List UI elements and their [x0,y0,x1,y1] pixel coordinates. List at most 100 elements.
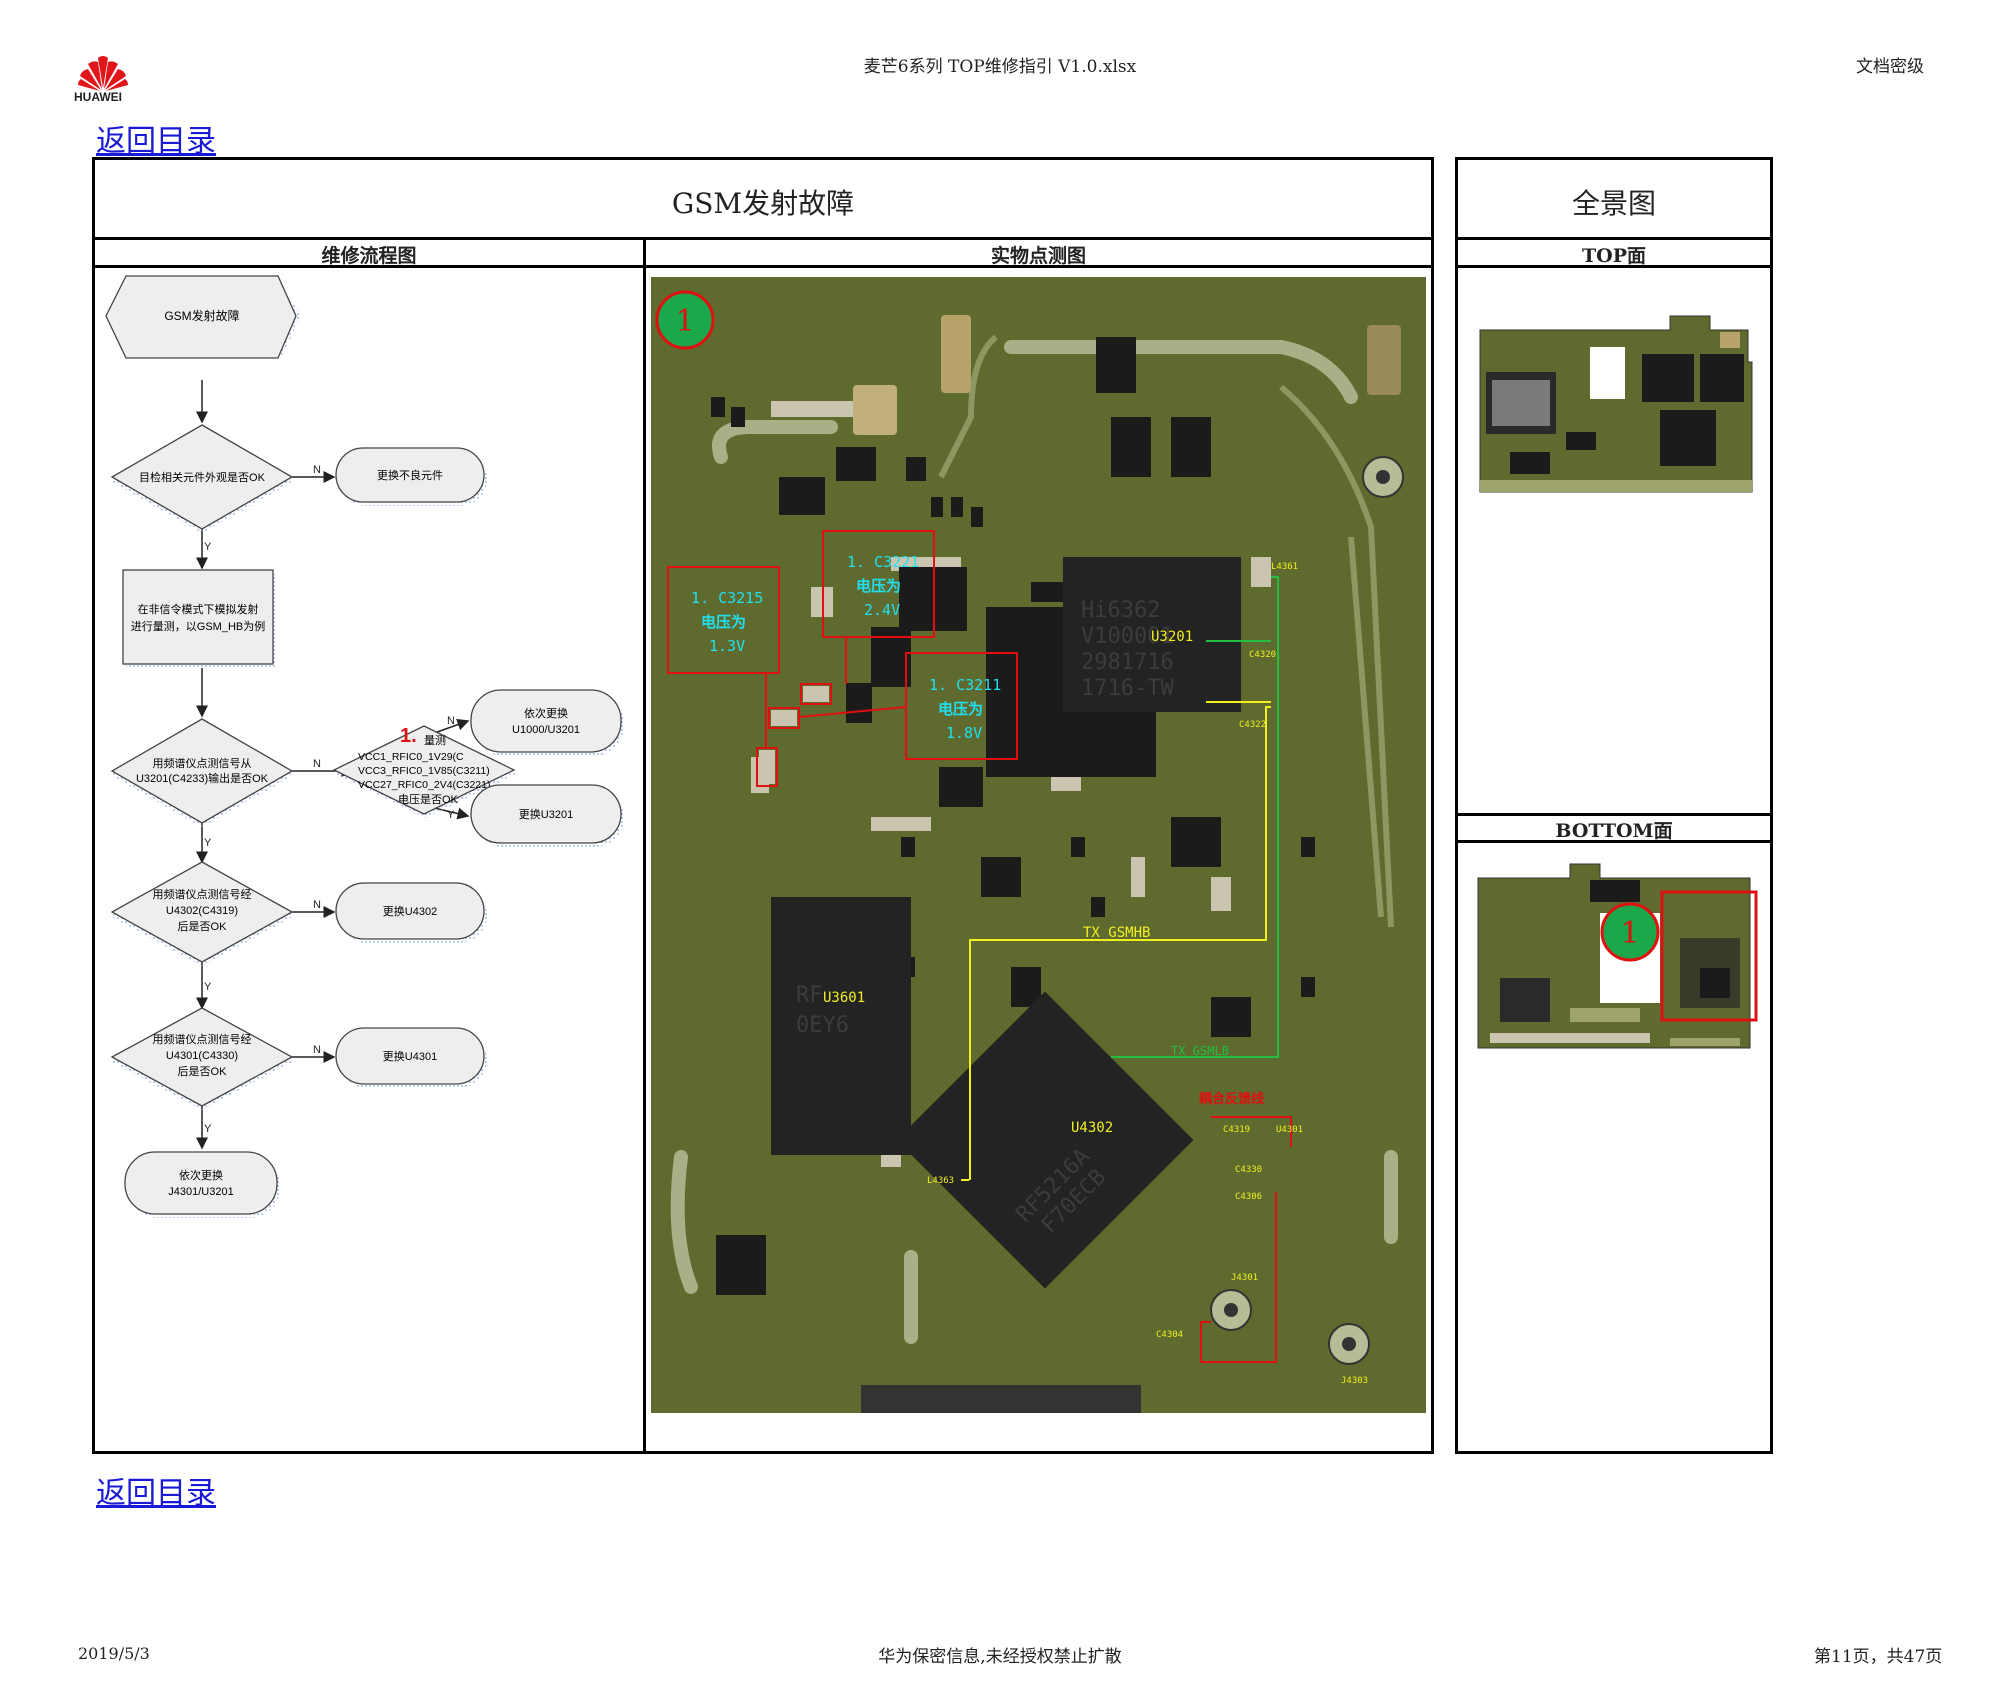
callout-c3211-ref: 1. C3211 [929,676,1001,694]
back-to-contents-link-bottom[interactable]: 返回目录 [96,1476,216,1511]
flow-action-replace-u4301-text: 更换U4301 [383,1049,437,1063]
flow-label-y1: Y [204,541,212,553]
chip-u3201-mark1: Hi6362 [1081,598,1160,623]
flow-start-node [105,275,297,359]
flow-decision-u3201-output [110,718,294,824]
panorama-bottom-board: 1 [1477,863,1758,1049]
chip-u3201-mark3: 2981716 [1081,650,1174,675]
flow-decision-u4302-line2: U4302(C4319) [166,905,238,917]
flow-action-replace-u4301 [335,1027,485,1085]
callout-c3211-v2: 1.8V [946,724,982,742]
flow-label-n5: N [447,715,455,727]
chip-u3601-mark1: RF [796,983,823,1008]
ref-c4320: C4320 [1249,650,1276,660]
flow-end-line1: 依次更换 [179,1168,223,1182]
callout-c3215-ref: 1. C3215 [691,589,763,607]
flow-decision-u4302-line1: 用频谱仪点测信号经 [153,887,252,901]
flow-process-line2: 进行量测，以GSM_HB为例 [131,619,265,633]
flow-label-y4: Y [204,1123,212,1135]
ref-u4301: U4301 [1276,1125,1303,1135]
ref-c4319: C4319 [1223,1125,1250,1135]
flow-decision-voltage-num: 1. [400,725,417,747]
flow-action-replace-bad [335,447,485,503]
chip-u3601-mark2: 0EY6 [796,1013,849,1038]
top-side-label: TOP面 [1582,245,1646,267]
flow-decision-u3201-line1: 用频谱仪点测信号从 [153,756,252,770]
flow-action-replace-u1000-line2: U1000/U3201 [512,724,580,736]
footer-page-number: 第11页，共47页 [1814,1647,1943,1667]
flow-label-y2: Y [204,837,212,849]
flow-decision-voltage-line3: VCC27_RFIC0_2V4(C3221) [358,779,490,791]
flow-decision-visual-check-text: 目检相关元件外观是否OK [139,470,266,484]
ref-c4330: C4330 [1235,1165,1262,1175]
chip-u3201-mark4: 1716-TW [1081,676,1174,701]
document-title: 麦芒6系列 TOP维修指引 V1.0.xlsx [863,57,1137,77]
label-tx-gsmhb: TX_GSMHB [1083,925,1150,941]
flow-decision-u4302-line3: 后是否OK [178,920,228,933]
classification-label: 文档密级 [1856,57,1924,77]
flow-action-replace-u3201 [470,784,622,844]
flow-end-line2: J4301/U3201 [168,1186,233,1198]
flow-decision-u4301-line3: 后是否OK [178,1065,228,1078]
huawei-logo-text: HUAWEI [74,90,122,104]
label-coupled-line: 耦合反馈线 [1199,1091,1264,1107]
ref-j4301: J4301 [1231,1273,1258,1283]
ref-l4363: L4363 [927,1176,954,1186]
repair-flowchart: N Y N Y N Y N Y N Y GSM发射故障 目检相关元件外观是否OK… [105,275,624,1218]
callout-c3221-v1: 电压为 [856,577,901,595]
flow-decision-u4301 [110,1007,294,1107]
bottom-side-label: BOTTOM面 [1555,820,1673,842]
marker-1-icon: 1 [655,290,715,350]
photo-header: 实物点测图 [990,245,1086,267]
flow-process-line1: 在非信令模式下模拟发射 [138,602,259,616]
chip-u3601-label: U3601 [823,990,865,1006]
marker-1-text: 1 [675,304,694,339]
panorama-marker-text: 1 [1620,916,1639,951]
flow-label-n1: N [313,464,321,476]
callout-c3221-ref: 1. C3221 [847,553,919,571]
panorama-top-board [1479,315,1753,493]
chip-u3201-mark2: V100001 [1081,624,1174,649]
flow-decision-visual-check [110,424,294,530]
flow-decision-u4301-line1: 用频谱仪点测信号经 [153,1032,252,1046]
flow-decision-u3201-line2: U3201(C4233)输出是否OK [136,771,269,785]
flow-action-replace-u1000 [470,689,622,753]
flow-label-n3: N [313,899,321,911]
callout-c3215-v1: 电压为 [701,613,746,631]
flowchart-header: 维修流程图 [321,245,417,267]
flow-action-replace-u4302-text: 更换U4302 [383,904,437,918]
board-measurement-photo: Hi6362 V100001 2981716 1716-TW U3201 RF … [651,277,1426,1413]
flow-action-replace-bad-text: 更换不良元件 [377,468,443,482]
flow-decision-voltage-line1: VCC1_RFIC0_1V29(C [358,751,464,763]
ref-c4306: C4306 [1235,1192,1262,1202]
footer-date: 2019/5/3 [78,1644,150,1663]
label-tx-gsmlb: TX_GSMLB [1171,1044,1229,1058]
ref-l4361: L4361 [1271,562,1298,572]
flow-action-replace-u4302 [335,882,485,940]
callout-c3215-v2: 1.3V [709,637,745,655]
ref-c4304: C4304 [1156,1330,1183,1340]
ref-c4322: C4322 [1239,720,1266,730]
chip-u4302-label: U4302 [1071,1120,1113,1136]
back-to-contents-link-top[interactable]: 返回目录 [96,124,216,159]
flow-decision-u4301-line2: U4301(C4330) [166,1050,238,1062]
main-title: GSM发射故障 [671,187,855,220]
flow-process-simulate [122,569,274,665]
flow-label-y3: Y [204,981,212,993]
panorama-title: 全景图 [1571,187,1656,220]
flow-decision-voltage-line2: VCC3_RFIC0_1V85(C3211) [358,765,490,777]
footer-confidential: 华为保密信息,未经授权禁止扩散 [878,1647,1122,1667]
huawei-logo [76,52,130,104]
flow-end-node [124,1151,278,1215]
flow-decision-voltage-head: 量测 [424,734,446,747]
flow-start-text: GSM发射故障 [164,308,239,323]
marker-1-icon: 1 [1600,902,1660,962]
flow-decision-voltage [332,725,516,815]
huawei-logo-icon [78,56,128,91]
chip-u3601 [771,897,911,1155]
flow-action-replace-u1000-line1: 依次更换 [524,706,568,720]
chip-u3201-label: U3201 [1151,629,1193,645]
callout-c3221-v2: 2.4V [864,601,900,619]
panorama-highlight-box [1660,890,1758,1022]
callout-c3211-v1: 电压为 [938,700,983,718]
